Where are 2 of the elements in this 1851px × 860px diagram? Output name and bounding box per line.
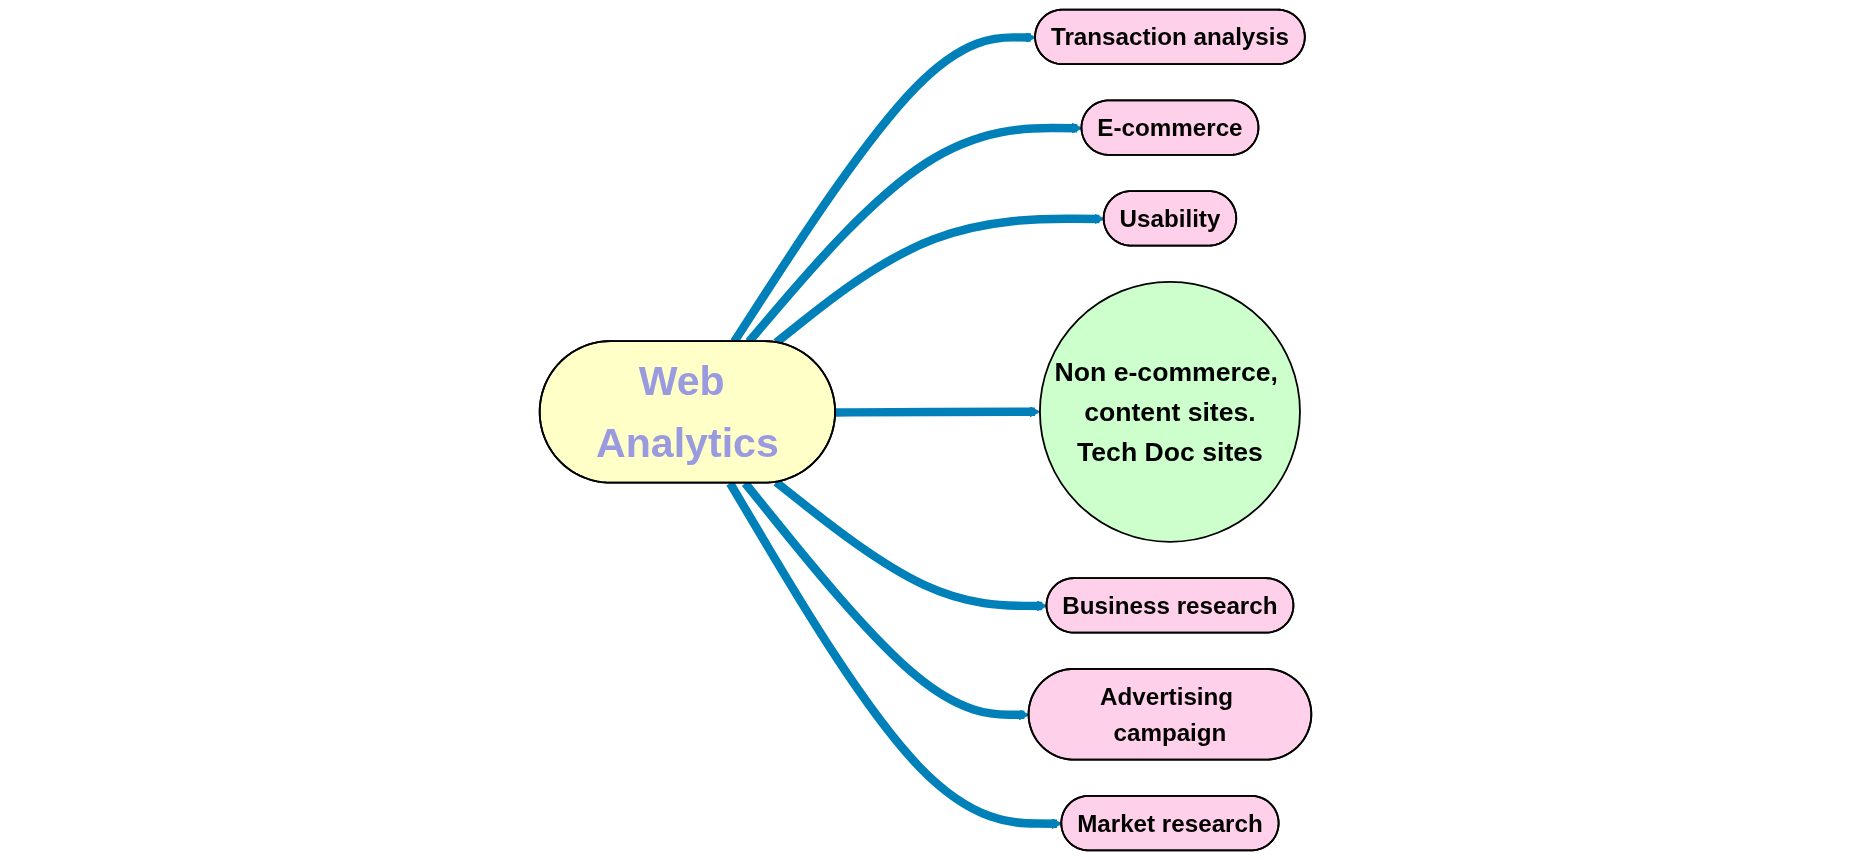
arrow bbox=[835, 406, 1041, 418]
node-circle: Non e-commerce, content sites. Tech Doc sites bbox=[1039, 280, 1301, 543]
